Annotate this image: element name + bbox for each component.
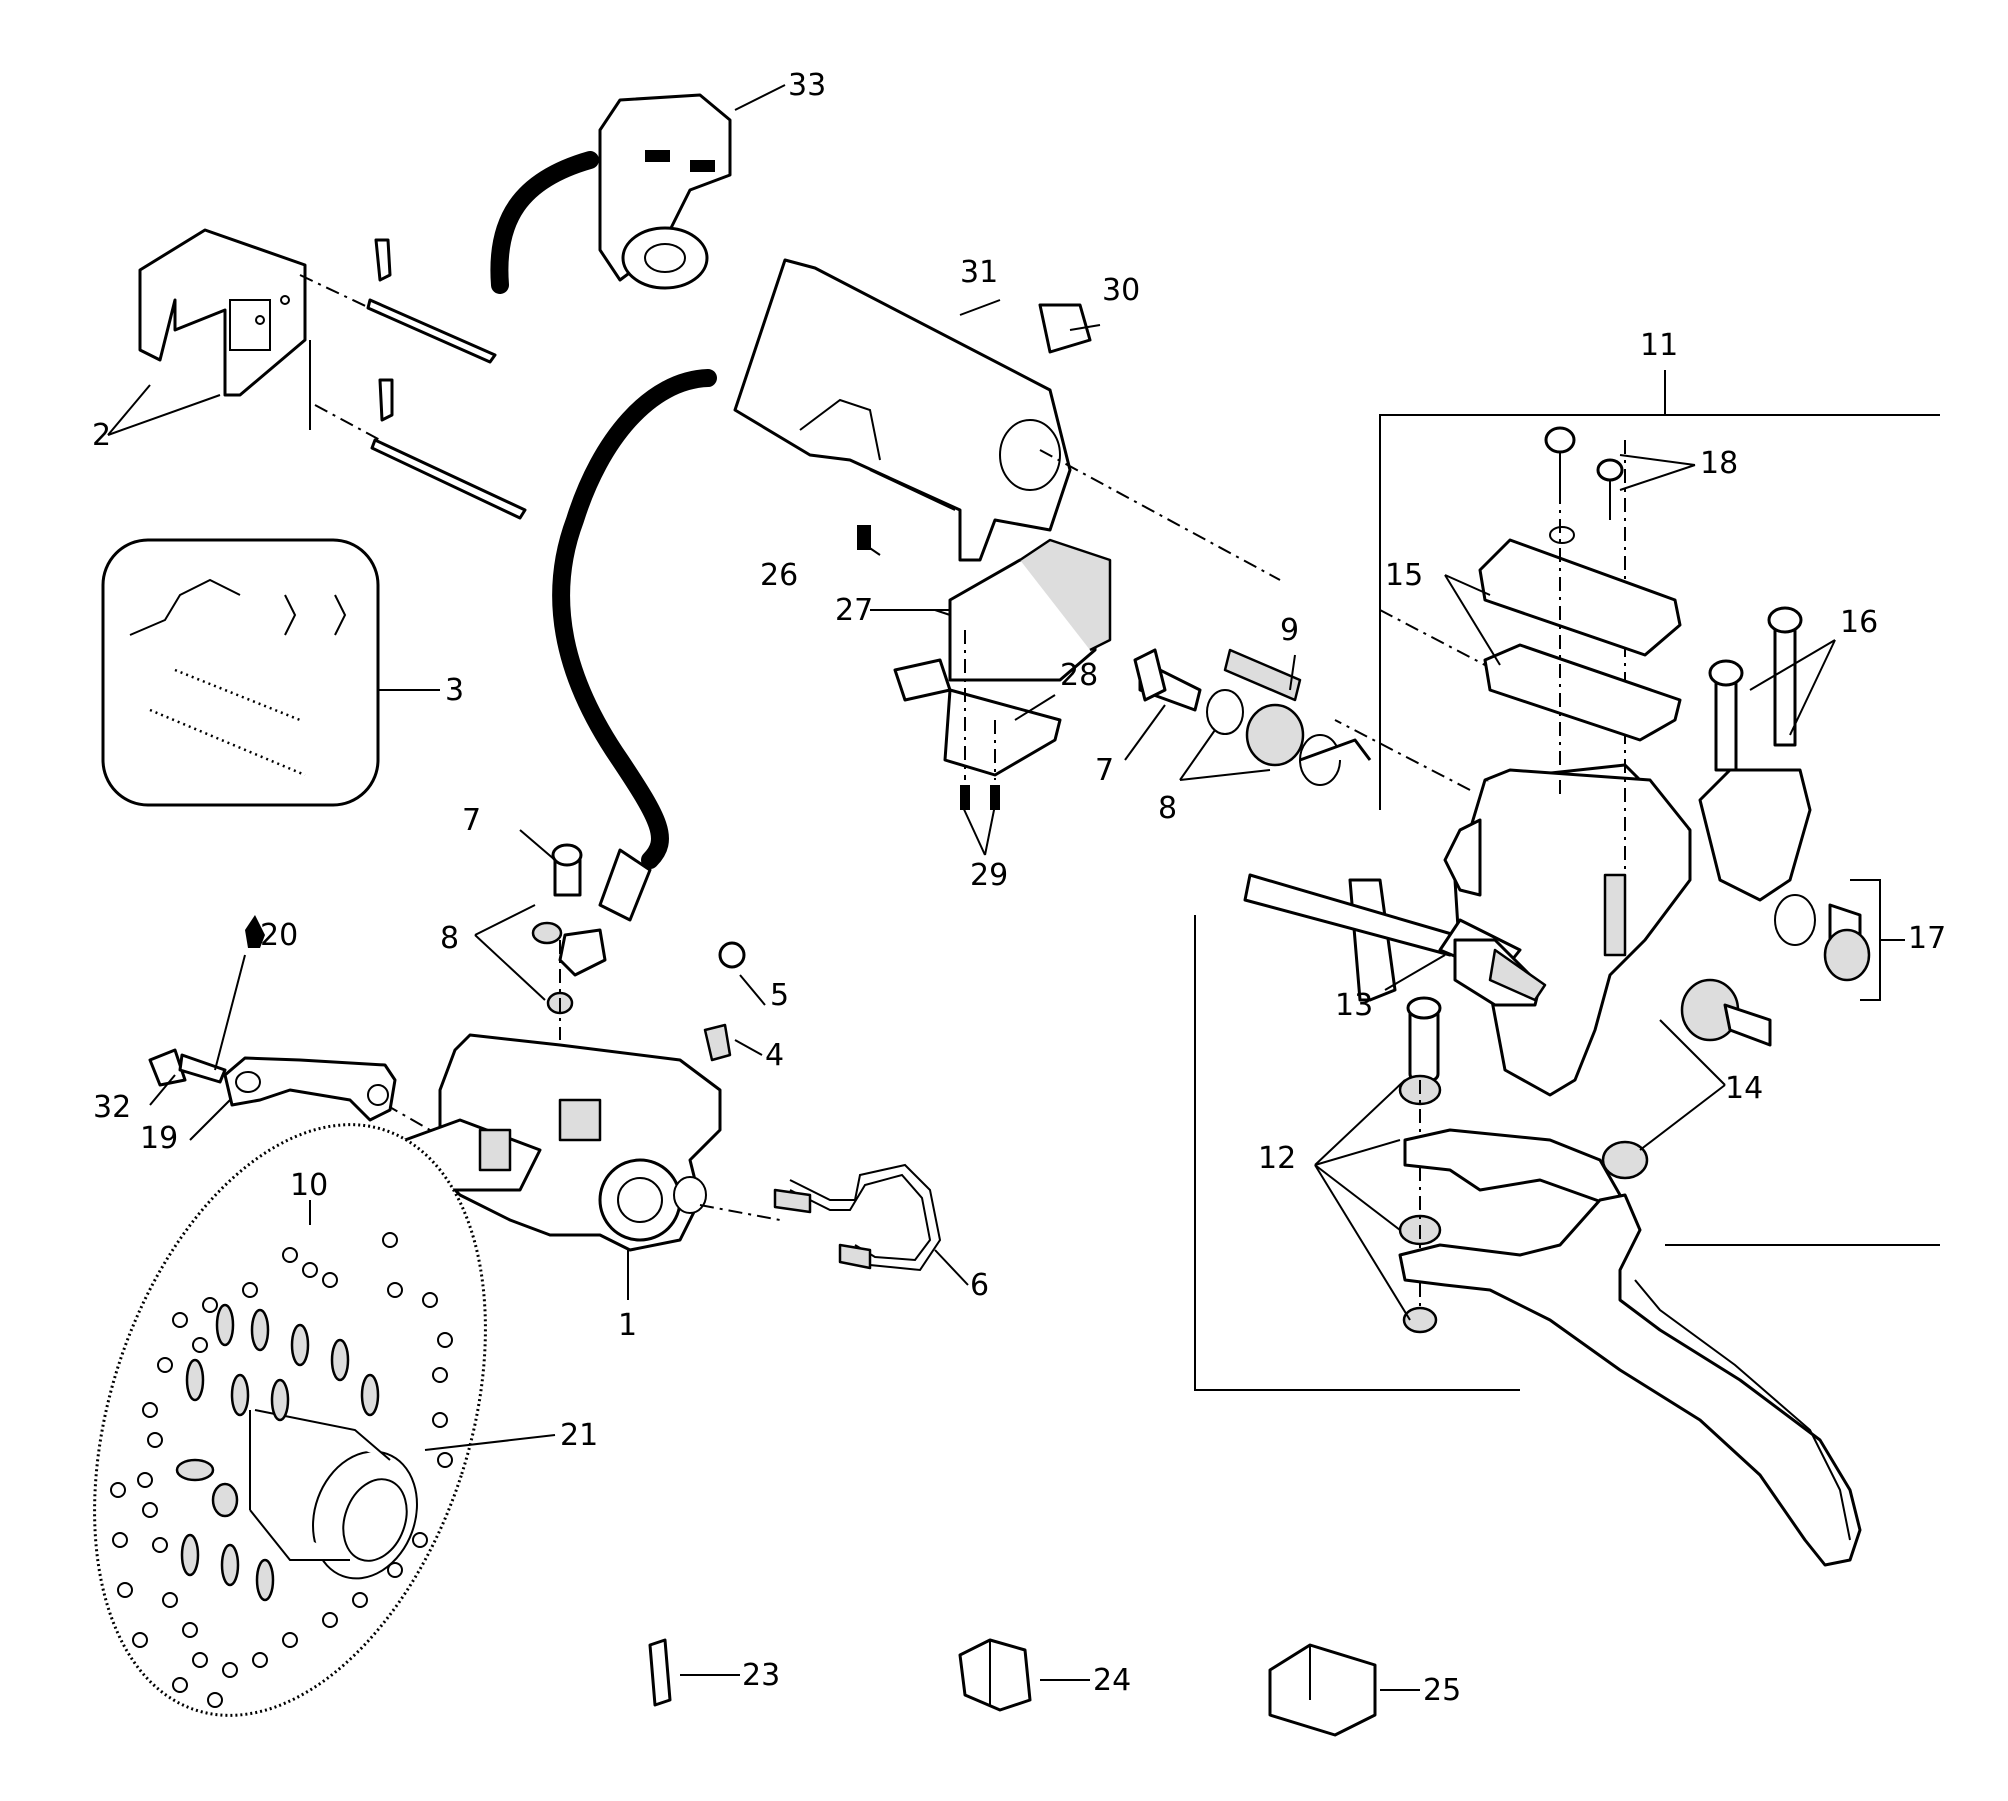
label-4: 4 xyxy=(765,1038,784,1073)
label-8-lower: 8 xyxy=(440,921,459,956)
part-6-brake-pipe xyxy=(699,1163,942,1272)
part-24-block xyxy=(958,1638,1090,1712)
label-24: 24 xyxy=(1093,1663,1131,1698)
part-15-reservoir-caps xyxy=(1478,526,1682,742)
label-12: 12 xyxy=(1258,1141,1296,1176)
part-27-switch xyxy=(857,525,1112,810)
part-30-label xyxy=(1038,303,1092,354)
label-16: 16 xyxy=(1840,605,1878,640)
part-10-brake-disc xyxy=(93,1123,556,1717)
part-25-block xyxy=(1268,1643,1420,1737)
label-26: 26 xyxy=(760,558,798,593)
part-12-pivot xyxy=(1398,996,1442,1334)
part-13-pushrod xyxy=(1453,938,1547,1007)
label-18a: 18 xyxy=(1700,446,1738,481)
label-17: 17 xyxy=(1908,921,1946,956)
callout-labels: 33 31 30 11 18 2 3 26 27 28 29 15 16 9 7… xyxy=(92,68,1946,1708)
label-28: 28 xyxy=(1060,658,1098,693)
part-11-master-cylinder-group xyxy=(1194,370,1940,1391)
part-19-bracket xyxy=(223,1056,397,1122)
label-2: 2 xyxy=(92,418,111,453)
label-30: 30 xyxy=(1102,273,1140,308)
label-6: 6 xyxy=(970,1268,989,1303)
part-23-clip xyxy=(648,1638,740,1707)
label-1: 1 xyxy=(618,1308,637,1343)
part-16-clamp xyxy=(1698,606,1812,902)
part-5-cap xyxy=(718,941,746,969)
banjo-bolt-lower xyxy=(531,843,607,1040)
part-3-hardware-kit xyxy=(101,538,440,807)
part-32-bolt xyxy=(148,1048,227,1087)
label-15: 15 xyxy=(1385,558,1423,593)
label-7-upper: 7 xyxy=(1095,753,1114,788)
part-2-bracket xyxy=(107,228,527,520)
brake-lever xyxy=(1398,1128,1862,1567)
label-19: 19 xyxy=(140,1121,178,1156)
label-10: 10 xyxy=(290,1168,328,1203)
label-14: 14 xyxy=(1725,1071,1763,1106)
part-4-bleeder xyxy=(703,1023,732,1062)
disc-holes xyxy=(110,1232,453,1708)
part-14-nut xyxy=(1601,978,1772,1180)
label-29: 29 xyxy=(970,858,1008,893)
label-31: 31 xyxy=(960,255,998,290)
label-11: 11 xyxy=(1640,328,1678,363)
part-20-nut xyxy=(245,915,265,948)
label-23: 23 xyxy=(742,1658,780,1693)
label-33: 33 xyxy=(788,68,826,103)
label-32: 32 xyxy=(93,1090,131,1125)
hose-fitting xyxy=(598,848,652,922)
label-9: 9 xyxy=(1280,613,1299,648)
label-20: 20 xyxy=(260,918,298,953)
leader-lines xyxy=(149,299,1905,1321)
part-17-switch-parts xyxy=(1774,879,1881,1001)
label-27: 27 xyxy=(835,593,873,628)
label-7-lower: 7 xyxy=(462,803,481,838)
part-18-screws xyxy=(1544,426,1624,800)
label-25: 25 xyxy=(1423,1673,1461,1708)
master-cylinder xyxy=(1243,440,1692,1097)
label-3: 3 xyxy=(445,673,464,708)
label-8-upper: 8 xyxy=(1158,791,1177,826)
part-33-reservoir xyxy=(490,84,786,294)
part-31-cover xyxy=(733,258,1072,562)
label-13: 13 xyxy=(1335,988,1373,1023)
label-5: 5 xyxy=(770,978,789,1013)
brake-hose xyxy=(552,369,717,869)
label-21: 21 xyxy=(560,1418,598,1453)
